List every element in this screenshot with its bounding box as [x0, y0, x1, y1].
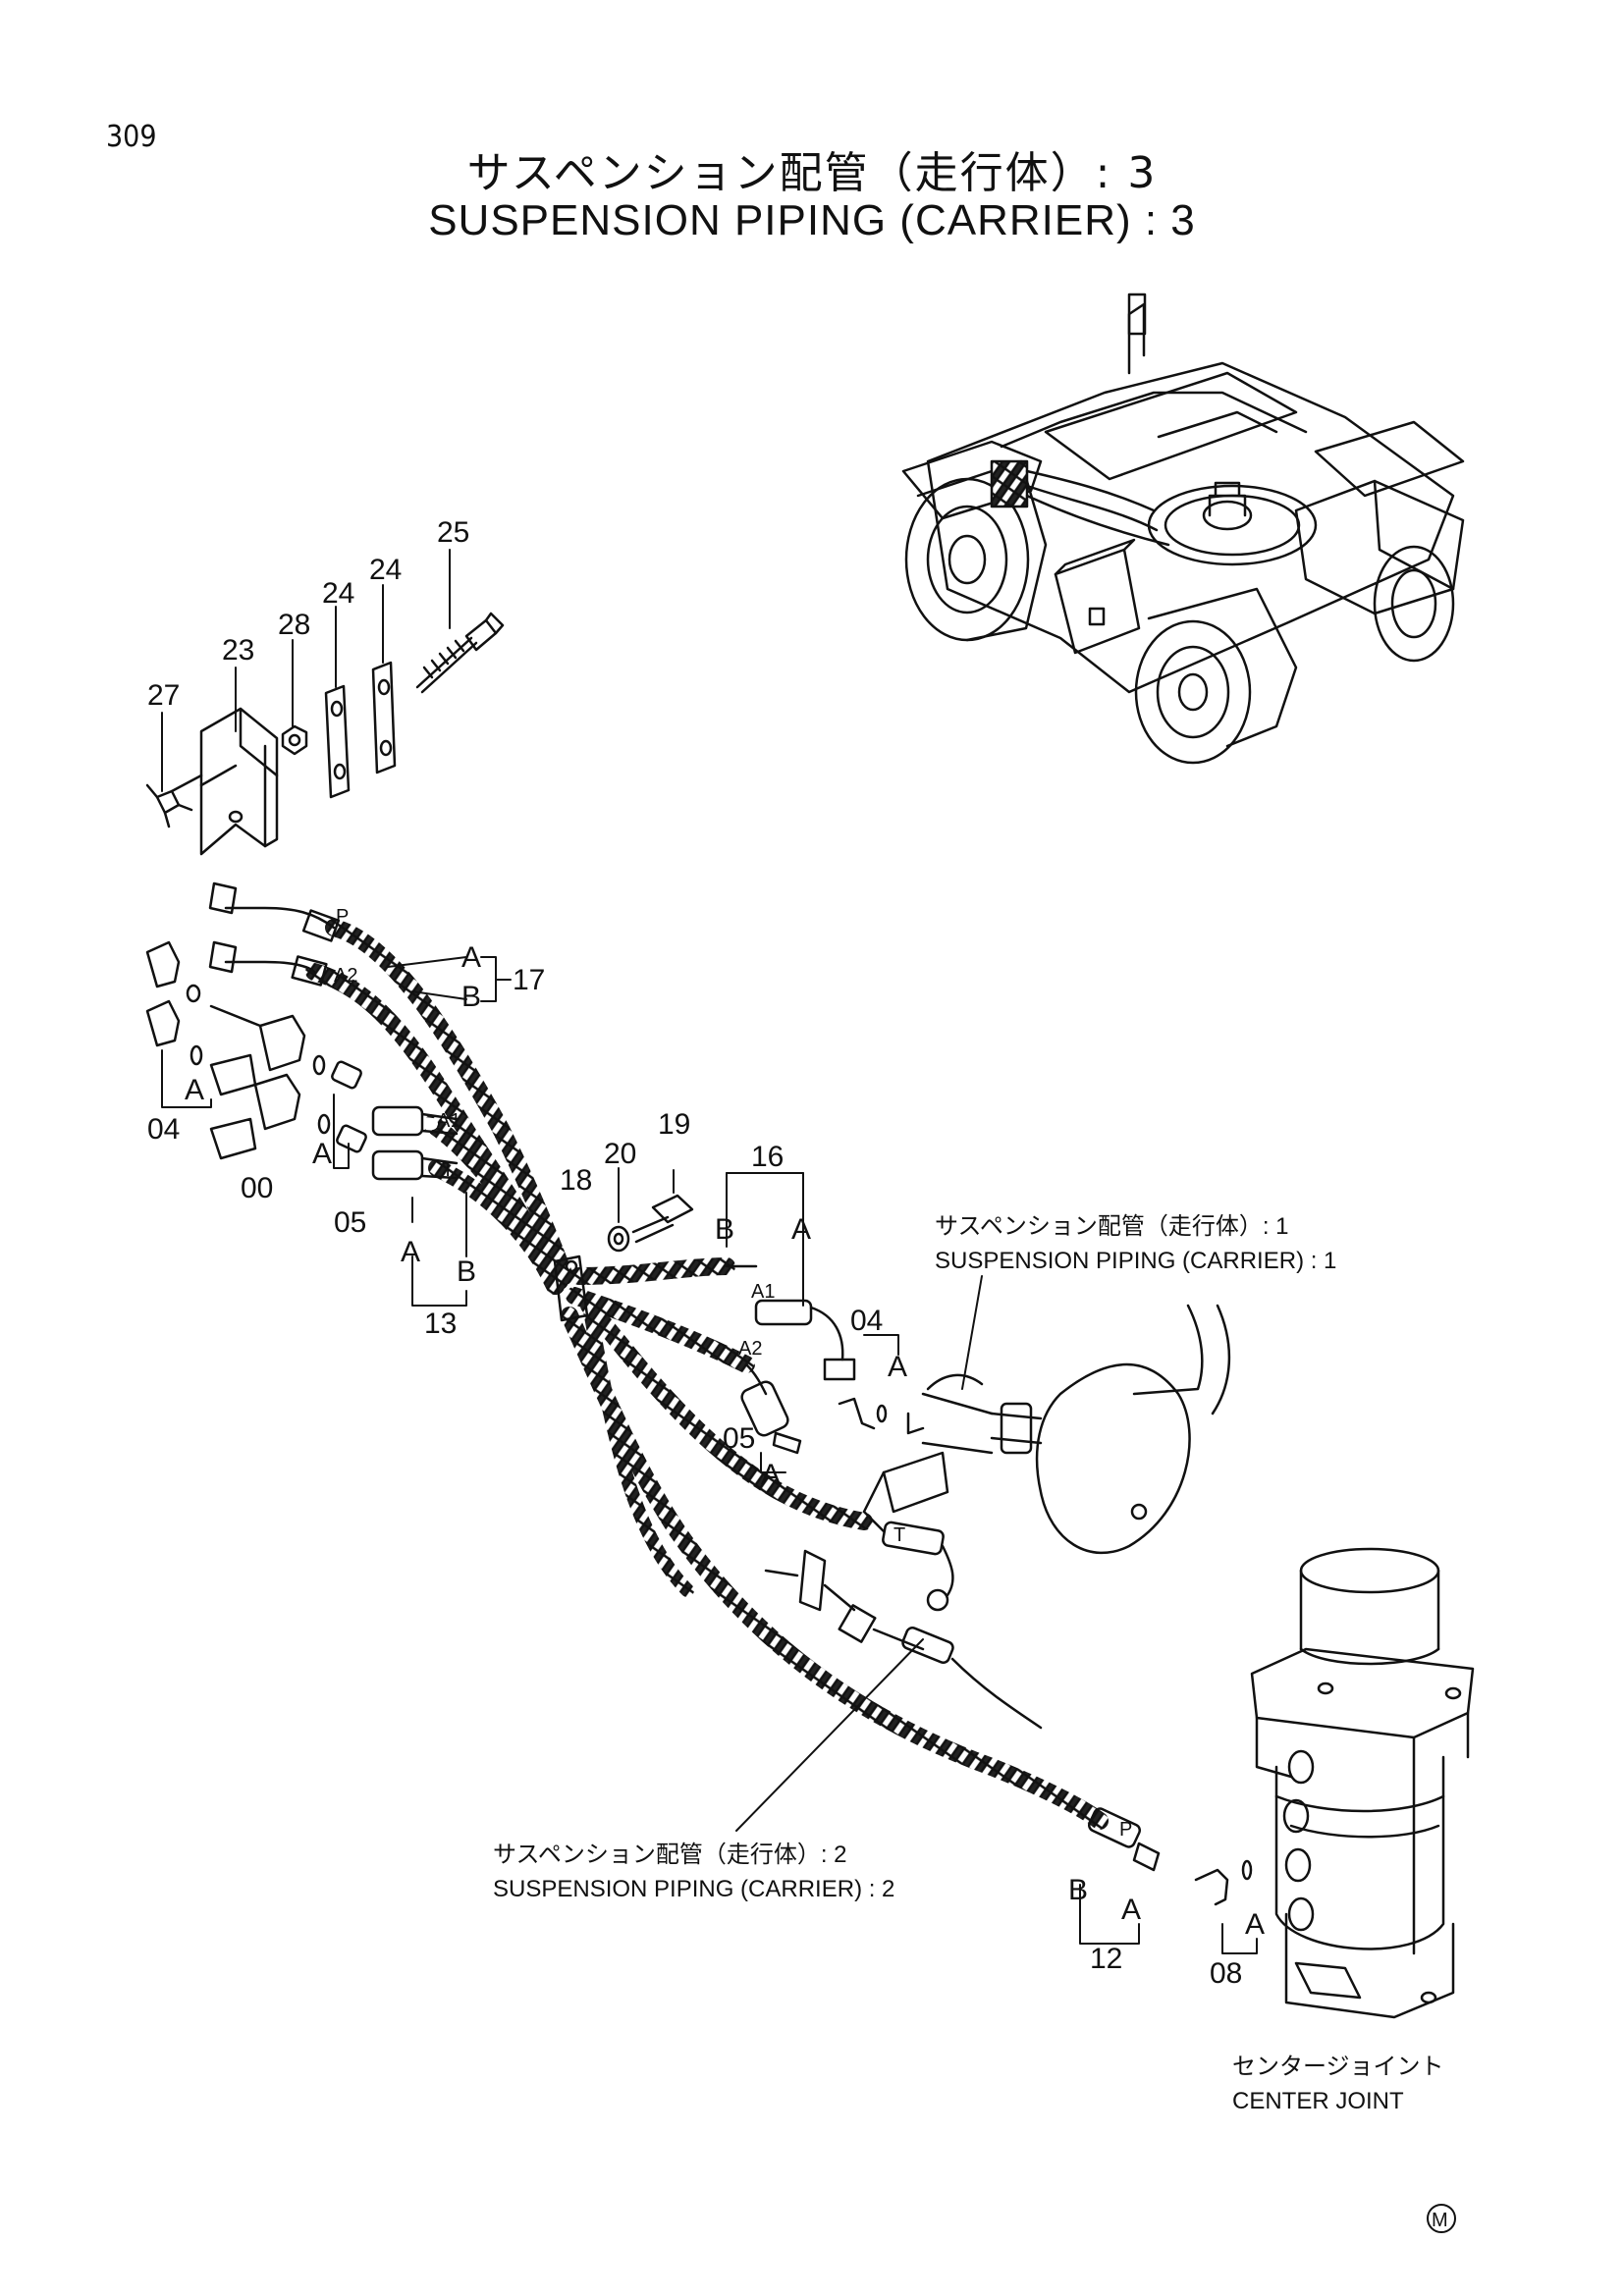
callout-19: 19: [658, 1108, 690, 1141]
callout-20: 20: [604, 1138, 636, 1170]
letter-17-b: B: [461, 981, 481, 1013]
port-mark-a1-right: A1: [751, 1281, 775, 1303]
letter-13-b: B: [457, 1255, 476, 1288]
letter-12-b: B: [1068, 1874, 1088, 1906]
callout-05-left: 05: [334, 1206, 366, 1239]
port-mark-p-top: P: [336, 906, 349, 928]
carrier-vehicle-drawing: [901, 293, 1465, 765]
reference-notes: サスペンション配管（走行体）: 1 SUSPENSION PIPING (CAR…: [493, 1213, 1444, 2114]
callout-24-front: 24: [322, 577, 354, 610]
port-mark-a2-right: A2: [738, 1338, 762, 1360]
port-mark-t-right: T: [893, 1524, 905, 1546]
callout-24-rear: 24: [369, 554, 402, 586]
letter-08-a: A: [1245, 1908, 1265, 1941]
note-ref2-en: SUSPENSION PIPING (CARRIER) : 2: [493, 1876, 894, 1902]
callout-27: 27: [147, 679, 180, 712]
port-letters: A B A A A B B A A A B A A: [185, 941, 1265, 1941]
note-center-joint-en: CENTER JOINT: [1232, 2088, 1404, 2114]
page-number: 309: [106, 120, 157, 154]
callout-04-right: 04: [850, 1305, 883, 1337]
note-center-joint-jp: センタージョイント: [1232, 2054, 1444, 2080]
port-mark-p-bottom: P: [1119, 1819, 1132, 1841]
note-ref1-jp: サスペンション配管（走行体）: 1: [935, 1213, 1289, 1240]
leader-lines: [161, 956, 1258, 1954]
callout-00: 00: [241, 1172, 273, 1204]
title-japanese: サスペンション配管（走行体）: 3: [466, 148, 1158, 198]
letter-16-a: A: [791, 1213, 811, 1246]
bolt-and-washer: [607, 1167, 694, 1253]
letter-16-b: B: [715, 1213, 734, 1246]
circled-m-mark: M: [1427, 2204, 1456, 2233]
letter-05-right-a: A: [761, 1459, 781, 1491]
letter-17-a: A: [461, 941, 481, 974]
note-ref1-en: SUSPENSION PIPING (CARRIER) : 1: [935, 1248, 1336, 1274]
callout-16: 16: [751, 1141, 784, 1173]
callout-13: 13: [424, 1308, 457, 1340]
callout-08: 08: [1210, 1957, 1242, 1990]
letter-04-a: A: [185, 1074, 204, 1106]
callout-17: 17: [513, 964, 545, 996]
callout-05-right: 05: [723, 1422, 755, 1455]
callout-numbers: 25 24 24 28 23 27 17 04 00 05 13 18 20 1…: [147, 516, 1242, 1990]
hose-bundle: [224, 906, 1253, 1906]
callout-23: 23: [222, 634, 254, 667]
center-joint-drawing: [1250, 1547, 1475, 2019]
left-fittings: [145, 881, 367, 1160]
title-english: SUSPENSION PIPING (CARRIER) : 3: [428, 196, 1196, 244]
callout-28: 28: [278, 609, 310, 641]
letter-13-a: A: [401, 1236, 420, 1268]
letter-05-a: A: [312, 1138, 332, 1170]
port-mark-t-left: T: [442, 1159, 454, 1181]
letter-04-right-a: A: [888, 1351, 907, 1383]
callout-25: 25: [437, 516, 469, 549]
port-marks: P A2 A1 T A1 A2 T P: [334, 906, 1132, 1841]
port-mark-a1-left: A1: [437, 1110, 460, 1132]
port-mark-a2-left: A2: [334, 965, 357, 987]
callout-18: 18: [560, 1164, 592, 1197]
callout-12: 12: [1090, 1943, 1122, 1975]
callout-04-left: 04: [147, 1113, 180, 1146]
mark-letter: M: [1432, 2210, 1448, 2231]
accumulator-ref1: [862, 1304, 1231, 1555]
letter-12-a: A: [1121, 1894, 1141, 1926]
bracket-assembly: [145, 549, 505, 856]
note-ref2-jp: サスペンション配管（走行体）: 2: [493, 1842, 847, 1868]
